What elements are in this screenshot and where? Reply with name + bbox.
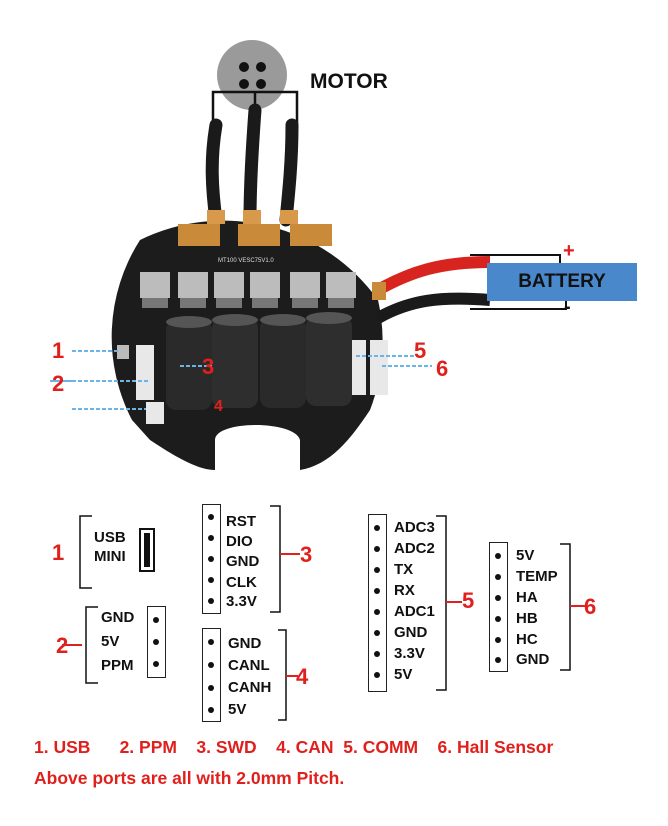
battery-minus: - [564, 296, 571, 318]
comm-pin-5: GND [394, 624, 428, 641]
comm-pin-0: ADC3 [394, 519, 435, 536]
can-pin-0: GND [228, 635, 262, 652]
port-2-number: 2 [56, 633, 69, 658]
can-header [202, 628, 221, 722]
port-3-number: 3 [300, 542, 313, 567]
can-pin-3: 5V [228, 701, 247, 718]
motor-label: MOTOR [310, 70, 388, 93]
hall-pin-2: HA [516, 589, 538, 606]
board-port-5: 5 [414, 338, 427, 363]
ppm-pin-2: PPM [101, 657, 134, 674]
board-silkscreen: MT100 VESC75V1.0 [218, 258, 274, 264]
board-port-2: 2 [52, 371, 65, 396]
swd-pin-2: GND [226, 553, 260, 570]
motor-wire-3 [279, 118, 299, 227]
battery-plus: + [563, 240, 575, 262]
usb-mini-connector-icon [139, 528, 155, 572]
board-port-3: 3 [202, 354, 215, 379]
port-1-number: 1 [52, 540, 65, 565]
battery-wire-red [375, 256, 491, 296]
hall-pin-5: GND [516, 651, 550, 668]
can-bracket [278, 629, 298, 721]
comm-header [368, 514, 387, 692]
hall-pin-0: 5V [516, 547, 535, 564]
ppm-bracket [85, 606, 98, 684]
comm-pin-2: TX [394, 561, 414, 578]
legend-ports: 1. USB 2. PPM 3. SWD 4. CAN 5. COMM 6. H… [34, 737, 554, 757]
legend-pitch: Above ports are all with 2.0mm Pitch. [34, 768, 345, 788]
comm-pin-3: RX [394, 582, 415, 599]
comm-pin-7: 5V [394, 666, 413, 683]
swd-header [202, 504, 221, 614]
hall-pin-1: TEMP [516, 568, 558, 585]
swd-pin-4: 3.3V [226, 593, 257, 610]
port-5-number: 5 [462, 588, 475, 613]
board-port-6: 6 [436, 356, 449, 381]
motor-wire-1 [205, 118, 223, 227]
battery-label: BATTERY [487, 263, 637, 301]
usb-bracket [79, 515, 92, 589]
hall-pin-3: HB [516, 610, 538, 627]
ppm-header [147, 606, 166, 678]
port-6-number: 6 [584, 594, 597, 619]
can-pin-1: CANL [228, 657, 270, 674]
comm-pin-1: ADC2 [394, 540, 435, 557]
comm-pin-6: 3.3V [394, 645, 425, 662]
swd-pin-1: DIO [226, 533, 253, 550]
motor-wire-2 [243, 103, 262, 227]
ppm-pin-1: 5V [101, 633, 120, 650]
usb-pin-1: MINI [94, 548, 126, 565]
board-port-1: 1 [52, 338, 65, 363]
port-4-number: 4 [296, 664, 309, 689]
ppm-pin-0: GND [101, 609, 135, 626]
usb-pin-0: USB [94, 529, 126, 546]
can-pin-2: CANH [228, 679, 272, 696]
motor-icon [217, 40, 287, 110]
board-illustration: MT100 VESC75V1.0 [50, 40, 567, 470]
hall-bracket [560, 543, 586, 671]
swd-pin-0: RST [226, 513, 256, 530]
swd-bracket [270, 505, 300, 613]
hall-pin-4: HC [516, 631, 538, 648]
hall-header [489, 542, 508, 672]
comm-bracket [436, 515, 462, 691]
comm-pin-4: ADC1 [394, 603, 435, 620]
battery-wire-black [375, 292, 491, 324]
swd-pin-3: CLK [226, 574, 257, 591]
board-port-4: 4 [214, 398, 223, 415]
